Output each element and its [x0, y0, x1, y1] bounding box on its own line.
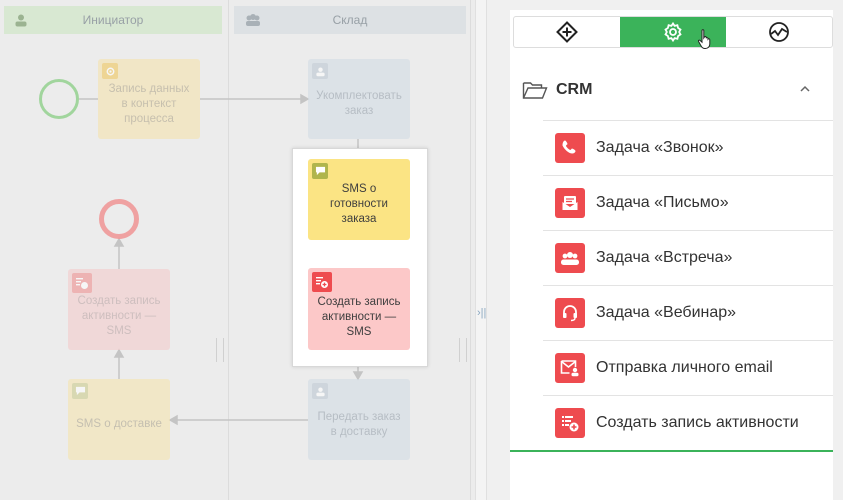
gear-icon [664, 21, 682, 43]
lane-resize-handle[interactable] [216, 338, 224, 362]
lane-separator [470, 0, 471, 500]
activity-add-icon [72, 273, 92, 293]
node-label: SMS о доставке [76, 418, 162, 430]
lane-header-warehouse[interactable]: Склад [234, 6, 466, 34]
process-canvas[interactable]: Инициатор Склад Запись данных в контекст… [0, 0, 475, 500]
node-assemble[interactable]: Укомплектовать заказ [308, 59, 410, 139]
tab-activities[interactable] [514, 17, 620, 47]
lane-resize-handle[interactable] [459, 338, 467, 362]
node-label: Запись данных в контекст процесса [108, 82, 190, 125]
lane-header-initiator[interactable]: Инициатор [4, 6, 222, 34]
toolbox-item-letter-task[interactable]: Задача «Письмо» [543, 175, 833, 230]
group-title: CRM [556, 81, 593, 98]
crm-group-header[interactable]: CRM [522, 78, 822, 102]
toolbox-item-webinar-task[interactable]: Задача «Вебинар» [543, 285, 833, 340]
chevron-up-icon[interactable] [798, 82, 812, 96]
expand-panel-icon[interactable]: ›|| [477, 307, 487, 319]
chat-icon [72, 383, 88, 399]
node-hand-over[interactable]: Передать заказ в доставку [308, 379, 410, 460]
user-icon [312, 383, 328, 399]
node-write-data[interactable]: Запись данных в контекст процесса [98, 59, 200, 139]
node-label: Передать заказ в доставку [317, 410, 401, 438]
toolbox-item-label: Создать запись активности [596, 414, 799, 431]
folder-open-icon [522, 82, 548, 99]
toolbox-item-label: Задача «Письмо» [596, 194, 729, 211]
toolbox-item-label: Задача «Встреча» [596, 249, 733, 266]
panel-splitter[interactable]: ›|| [475, 0, 487, 500]
toolbox-item-label: Задача «Звонок» [596, 139, 724, 156]
chart-clock-icon [769, 22, 789, 42]
envelope-task-icon [555, 188, 585, 218]
phone-icon [555, 133, 585, 163]
gear-icon [102, 63, 118, 79]
node-label: Укомплектовать заказ [316, 90, 402, 117]
toolbox-panel: CRM Задача «Звонок» Задача «Письмо» Зада… [510, 10, 833, 500]
node-create-activity-selected[interactable]: Создать запись активности — SMS [308, 268, 410, 350]
group-icon [246, 14, 260, 26]
tab-analytics[interactable] [726, 17, 832, 47]
user-icon [15, 14, 27, 27]
lane-title: Склад [332, 13, 368, 27]
node-label: SMS о готовности заказа [330, 183, 388, 225]
people-icon [555, 243, 585, 273]
start-event[interactable] [39, 79, 79, 119]
node-label: Создать запись активности — SMS [317, 295, 401, 338]
activity-add-icon [312, 272, 332, 292]
diamond-plus-icon [556, 21, 578, 43]
chat-icon [312, 163, 328, 179]
headset-icon [555, 298, 585, 328]
toolbox-item-personal-email[interactable]: Отправка личного email [543, 340, 833, 395]
node-sms-ready[interactable]: SMS о готовности заказа [308, 159, 410, 240]
toolbox-item-call-task[interactable]: Задача «Звонок» [543, 120, 833, 175]
activity-add-icon [555, 408, 585, 438]
toolbox-tabs [513, 16, 833, 48]
node-create-activity[interactable]: Создать запись активности — SMS [68, 269, 170, 350]
panel-bottom-accent [510, 450, 833, 452]
toolbox-item-label: Отправка личного email [596, 359, 773, 376]
node-label: Создать запись активности — SMS [77, 295, 161, 337]
lane-title: Инициатор [82, 13, 144, 27]
end-event[interactable] [99, 199, 139, 239]
personal-email-icon [555, 353, 585, 383]
user-icon [312, 63, 328, 79]
toolbox-item-meeting-task[interactable]: Задача «Встреча» [543, 230, 833, 285]
lane-separator [228, 0, 229, 500]
node-sms-delivery[interactable]: SMS о доставке [68, 379, 170, 460]
toolbox-item-label: Задача «Вебинар» [596, 304, 737, 321]
hand-cursor-icon [697, 29, 711, 49]
toolbox-item-create-activity[interactable]: Создать запись активности [543, 395, 833, 450]
